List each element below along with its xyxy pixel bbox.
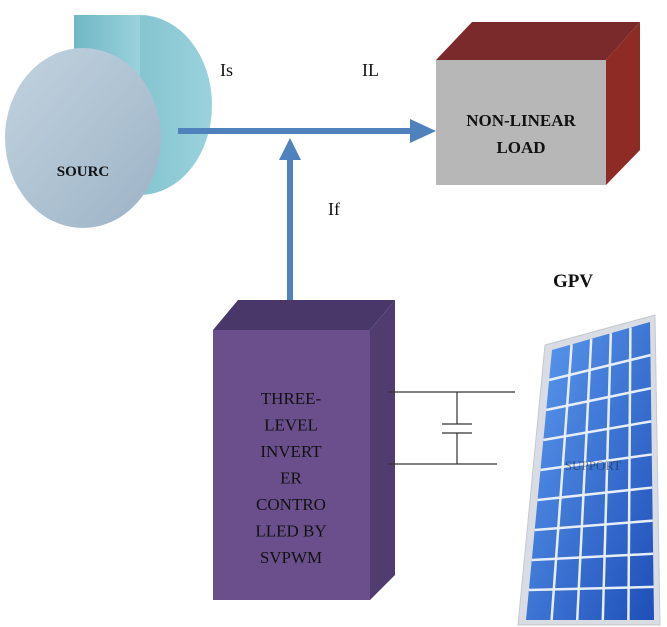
inverter-top-face [213, 300, 395, 330]
panel-watermark: SUPPORT [565, 458, 621, 473]
load-front-face [436, 60, 606, 185]
inverter-front-face [213, 330, 370, 600]
panel-cell-grid [528, 327, 654, 621]
panel-cell-divider [548, 353, 651, 382]
source-label: SOURC [57, 164, 110, 180]
load-label-line2: LOAD [496, 138, 545, 157]
panel-cell-divider [601, 333, 613, 621]
panel-cell-divider [540, 453, 652, 472]
dc-link [388, 391, 515, 465]
source-current-label: Is [220, 60, 233, 80]
load-label-line1: NON-LINEAR [466, 111, 576, 130]
load-current-label: IL [362, 60, 379, 80]
panel-cell-divider [545, 386, 652, 412]
inverter-label-line: LEVEL [264, 416, 318, 435]
load-top-face [436, 22, 640, 60]
load-side-face [606, 22, 640, 185]
inverter-label-line: SVPWM [260, 548, 322, 567]
panel-cell-divider [534, 519, 653, 532]
load-arrowhead [410, 119, 436, 143]
inverter-label: THREE- LEVEL INVERT ER CONTRO LLED BY SVPWM [255, 389, 326, 567]
panel-cell-divider [543, 420, 652, 442]
inverter-label-line: LLED BY [255, 522, 326, 541]
load-node: NON-LINEAR LOAD [436, 22, 640, 185]
panel-cell-divider [531, 552, 654, 562]
panel-cell-divider [528, 585, 654, 592]
inverter-label-line: CONTRO [256, 495, 326, 514]
panel-cell-divider [550, 344, 573, 621]
wires [178, 119, 436, 300]
inverter-label-line: THREE- [261, 389, 322, 408]
solar-panel: SUPPORT [517, 314, 661, 626]
filter-current-label: If [328, 199, 340, 219]
inverter-side-face [370, 300, 395, 600]
inverter-label-line: INVERT [260, 442, 322, 461]
panel-cell-divider [627, 327, 632, 621]
filter-arrowhead [279, 138, 301, 160]
gpv-label: GPV [553, 271, 593, 292]
source-front-face [5, 48, 161, 228]
panel-cell-divider [575, 338, 593, 621]
source-node: SOURC [5, 15, 212, 228]
inverter-node: THREE- LEVEL INVERT ER CONTRO LLED BY SVPWM [213, 300, 395, 600]
panel-cell-divider [537, 486, 653, 502]
inverter-label-line: ER [280, 469, 302, 488]
